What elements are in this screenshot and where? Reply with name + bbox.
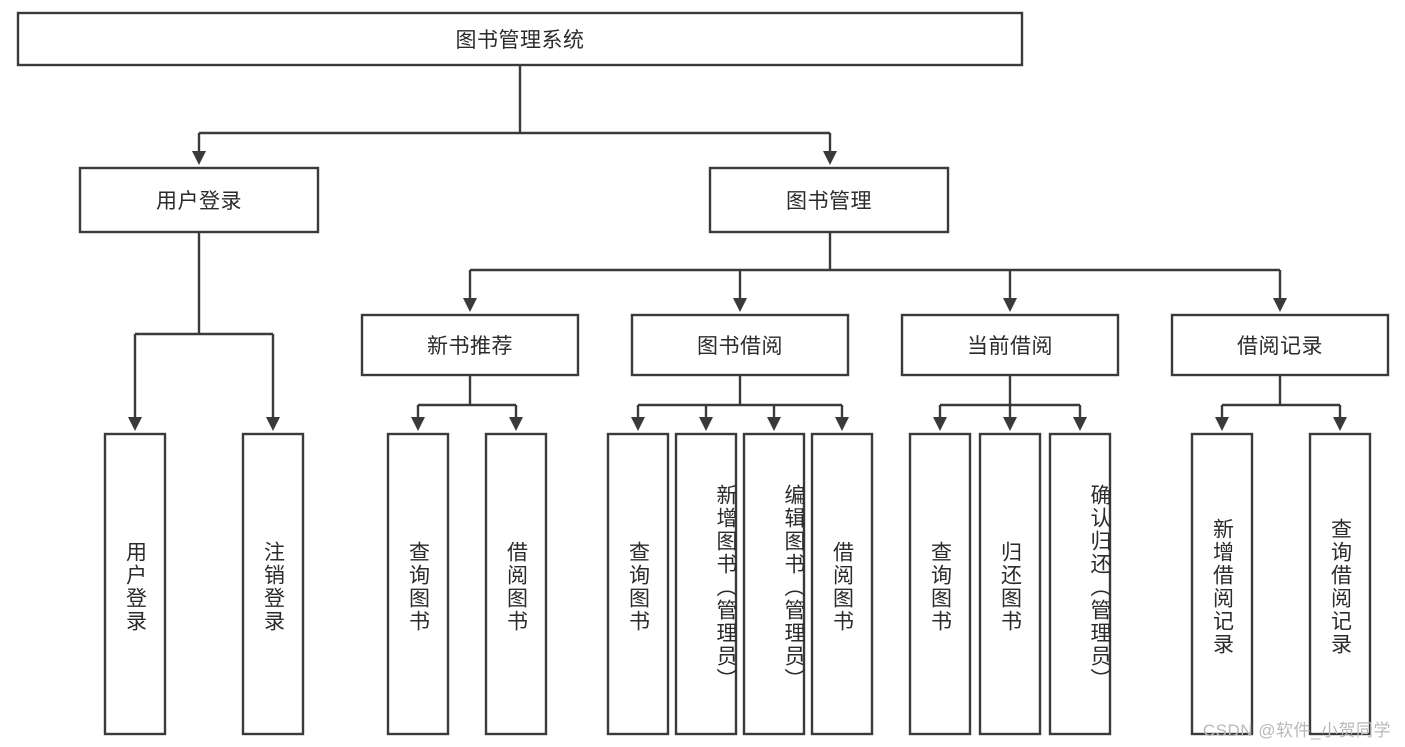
- leaf-box-3[interactable]: [484, 432, 548, 736]
- leaf-box-12[interactable]: [1308, 432, 1372, 736]
- leaf-box-11[interactable]: [1190, 432, 1254, 736]
- node-box-current-borrow[interactable]: [900, 313, 1120, 377]
- node-box-book-management[interactable]: [708, 166, 950, 234]
- leaf-box-2[interactable]: [386, 432, 450, 736]
- node-box-book-borrow[interactable]: [630, 313, 850, 377]
- leaf-box-7[interactable]: [810, 432, 874, 736]
- leaf-box-10[interactable]: [1048, 432, 1112, 736]
- node-box-root[interactable]: [16, 11, 1024, 67]
- leaf-box-5[interactable]: [674, 432, 738, 736]
- leaf-box-8[interactable]: [908, 432, 972, 736]
- leaf-box-0[interactable]: [103, 432, 167, 736]
- node-box-user-login[interactable]: [78, 166, 320, 234]
- leaf-box-1[interactable]: [241, 432, 305, 736]
- node-box-new-book-recommend[interactable]: [360, 313, 580, 377]
- leaf-box-4[interactable]: [606, 432, 670, 736]
- leaf-box-6[interactable]: [742, 432, 806, 736]
- leaf-box-9[interactable]: [978, 432, 1042, 736]
- node-box-borrow-record[interactable]: [1170, 313, 1390, 377]
